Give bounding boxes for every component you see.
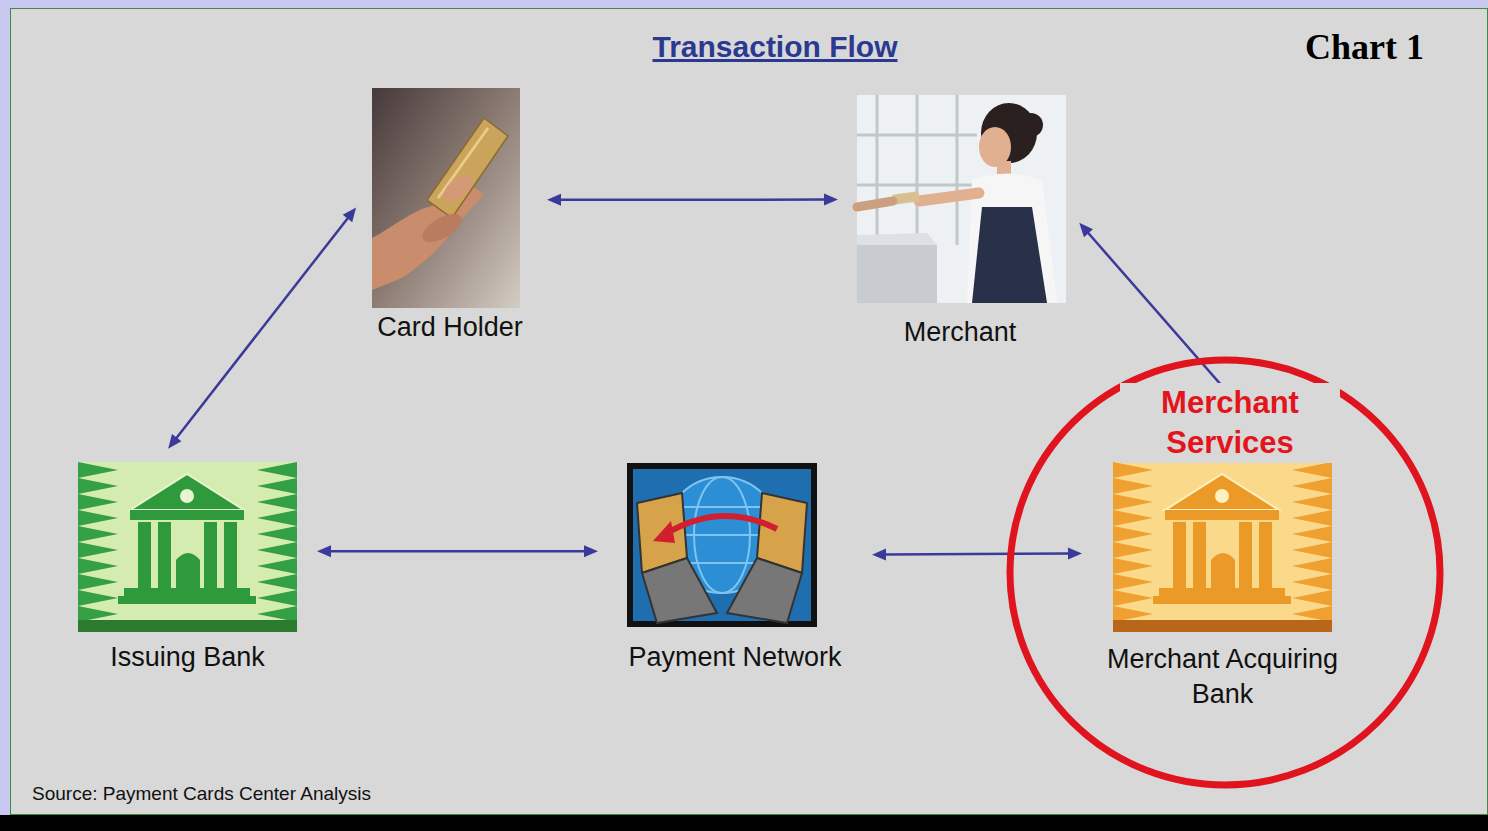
window-grid <box>857 95 977 245</box>
merchant-node: Merchant <box>846 90 1074 354</box>
step <box>1153 596 1291 604</box>
arrow-head <box>1079 223 1093 237</box>
connector <box>168 207 356 448</box>
arrow-head <box>317 545 331 557</box>
card-holder-node: Card Holder <box>361 85 539 349</box>
column <box>158 522 171 588</box>
column <box>1193 522 1206 588</box>
chart-number: Chart 1 <box>1305 26 1424 68</box>
laptop-keyboard <box>642 558 717 623</box>
network-icon <box>627 463 817 627</box>
customer-hand <box>857 201 893 207</box>
step <box>124 588 250 596</box>
ground-band <box>1113 620 1332 632</box>
arrow-head <box>343 207 356 222</box>
pediment <box>130 474 244 510</box>
icon-frame <box>627 463 817 627</box>
bottom-bar <box>0 815 1488 831</box>
payment-network-node: Payment Network <box>606 455 864 679</box>
thumb <box>439 170 477 206</box>
arrow-head <box>584 545 598 557</box>
column <box>224 522 237 588</box>
arrow-head <box>824 194 838 206</box>
pediment <box>1165 474 1279 510</box>
arrow-head <box>872 549 886 561</box>
transfer-arrow <box>667 516 777 533</box>
zigzag <box>78 462 118 622</box>
node-label: Merchant <box>846 315 1074 350</box>
hair-bun <box>1019 113 1043 137</box>
node-label: Payment Network <box>606 640 864 675</box>
emblem <box>1215 489 1229 503</box>
door <box>176 553 200 588</box>
card-holder-photo <box>372 88 520 308</box>
column <box>204 522 217 588</box>
icon-ground <box>1113 462 1332 632</box>
diagram-title: Transaction Flow <box>565 30 985 64</box>
transfer-arrow-head <box>653 521 675 543</box>
acquiring-bank-node: Merchant Acquiring Bank <box>1090 458 1355 716</box>
merchant-photo <box>857 95 1066 303</box>
source-note: Source: Payment Cards Center Analysis <box>32 783 371 805</box>
connector <box>317 545 598 557</box>
photo-ground <box>372 88 520 308</box>
node-label: Issuing Bank <box>66 640 309 675</box>
connector <box>872 548 1082 561</box>
icon-ground <box>78 462 297 632</box>
finger <box>418 208 466 247</box>
card <box>427 118 508 218</box>
node-label: Card Holder <box>361 310 539 345</box>
step <box>118 596 256 604</box>
connector-line <box>175 217 348 439</box>
zigzag <box>1292 462 1332 622</box>
arrow-head <box>1068 548 1082 560</box>
entablature <box>130 510 244 520</box>
laptop-keyboard <box>727 558 802 623</box>
connector-line <box>884 554 1070 555</box>
issuing-bank-node: Issuing Bank <box>66 455 309 679</box>
column <box>1259 522 1272 588</box>
ground-band <box>78 620 297 632</box>
merchant-services-circle: Merchant ServicesMerchant Acquiring Bank <box>1005 355 1445 790</box>
emblem <box>180 489 194 503</box>
door <box>1211 553 1235 588</box>
arm <box>919 193 979 201</box>
step <box>1159 588 1285 596</box>
bank-icon <box>1113 462 1332 632</box>
node-label: Merchant Acquiring Bank <box>1090 642 1355 712</box>
zigzag <box>257 462 297 622</box>
connector-line <box>559 198 826 201</box>
zigzag <box>1113 462 1153 622</box>
bank-icon <box>78 462 297 632</box>
arrow-head <box>547 194 561 206</box>
apron <box>972 207 1047 303</box>
register-top <box>857 233 937 245</box>
column <box>1239 522 1252 588</box>
column <box>1173 522 1186 588</box>
cash-register <box>857 245 937 303</box>
connector-line <box>329 550 586 553</box>
circle-heading: Merchant Services <box>1120 383 1340 463</box>
connector <box>547 194 838 206</box>
column <box>138 522 151 588</box>
photo-ground <box>857 95 1066 303</box>
entablature <box>1165 510 1279 520</box>
red-circle <box>1010 360 1440 785</box>
arrow-head <box>168 434 181 449</box>
